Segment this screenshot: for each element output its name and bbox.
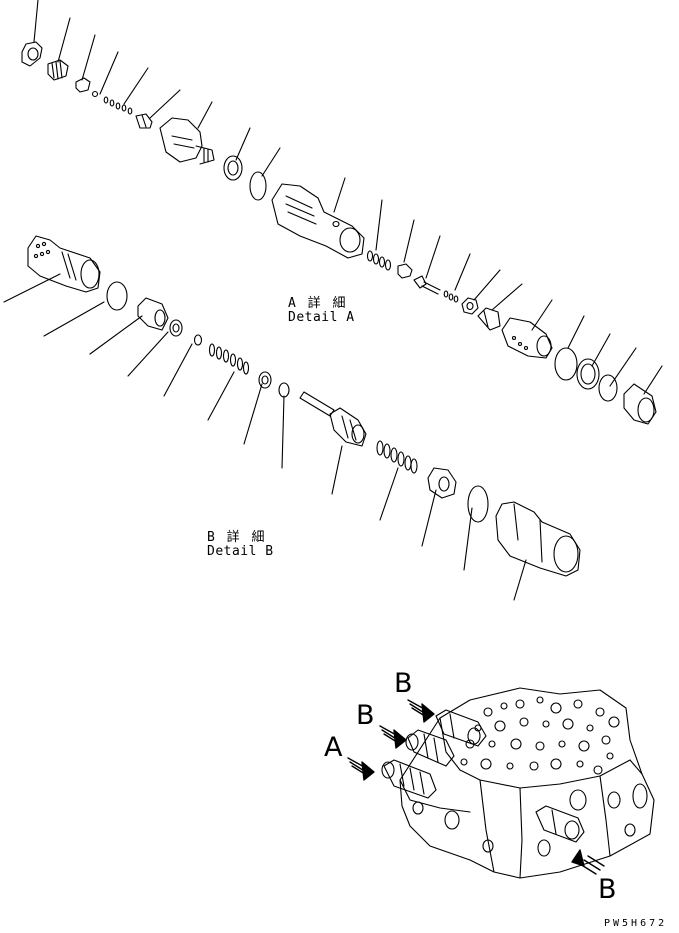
piston xyxy=(477,307,501,331)
main-sleeve xyxy=(271,183,365,259)
backup-ring-b xyxy=(169,319,183,337)
o-ring-b2 xyxy=(278,382,290,398)
small-spring xyxy=(103,96,133,115)
valve-plug-a xyxy=(381,759,437,799)
detail-a-title-jp: A 詳 細 xyxy=(288,296,348,311)
spring-b xyxy=(208,343,250,375)
arrow-b-mid xyxy=(379,725,407,749)
o-ring xyxy=(249,171,267,201)
valve-plug-b-bottom xyxy=(535,805,585,843)
ball-b xyxy=(193,334,203,346)
spring-b2 xyxy=(376,440,418,474)
needle-pin xyxy=(413,275,441,295)
callout-b-bottom: B xyxy=(598,874,617,905)
detail-b-parts xyxy=(3,235,581,601)
o-ring-2 xyxy=(554,347,578,381)
relief-spring xyxy=(366,250,392,271)
small-ring-b xyxy=(258,371,272,389)
retainer-b xyxy=(427,467,457,499)
callout-a: A xyxy=(324,732,343,763)
small-plug-2 xyxy=(397,263,413,279)
o-ring-b1 xyxy=(106,281,128,311)
valve-plug-b-mid xyxy=(405,729,455,767)
o-ring-3 xyxy=(598,374,618,402)
arrow-b-top xyxy=(407,699,435,723)
spool xyxy=(299,391,367,447)
valve-cap xyxy=(501,317,553,359)
arrow-b-bottom xyxy=(571,849,605,875)
detail-b-title-en: Detail B xyxy=(207,544,274,559)
pilot-seat xyxy=(159,117,215,165)
lock-nut xyxy=(461,297,479,315)
small-spring-2 xyxy=(443,290,459,303)
detail-a-parts xyxy=(21,0,663,425)
spool-housing xyxy=(27,235,101,293)
arrow-a xyxy=(347,757,375,781)
cap-b xyxy=(495,501,581,577)
adjust-screw xyxy=(47,59,69,81)
side-ports xyxy=(412,783,648,857)
detail-a-title-en: Detail A xyxy=(288,310,355,325)
detail-b-leader-lines xyxy=(3,273,527,601)
end-plug xyxy=(623,383,657,425)
o-ring-b3 xyxy=(467,485,489,523)
hex-nut xyxy=(21,41,43,67)
top-face-holes xyxy=(460,696,620,775)
valve-plug-b-top xyxy=(435,709,487,747)
control-valve-assembly xyxy=(347,687,655,879)
backup-ring-2 xyxy=(576,358,600,390)
detail-b-title-jp: B 詳 細 xyxy=(207,530,267,545)
drawing-code: PW5H672 xyxy=(604,918,668,929)
small-plug xyxy=(75,77,91,93)
backup-ring xyxy=(223,155,243,181)
detail-a-leader-lines xyxy=(33,0,663,395)
tiny-ball xyxy=(91,90,99,98)
sleeve-b xyxy=(137,297,169,331)
callout-b-top: B xyxy=(394,668,413,699)
poppet-pin xyxy=(135,113,153,129)
callout-b-mid: B xyxy=(356,700,375,731)
